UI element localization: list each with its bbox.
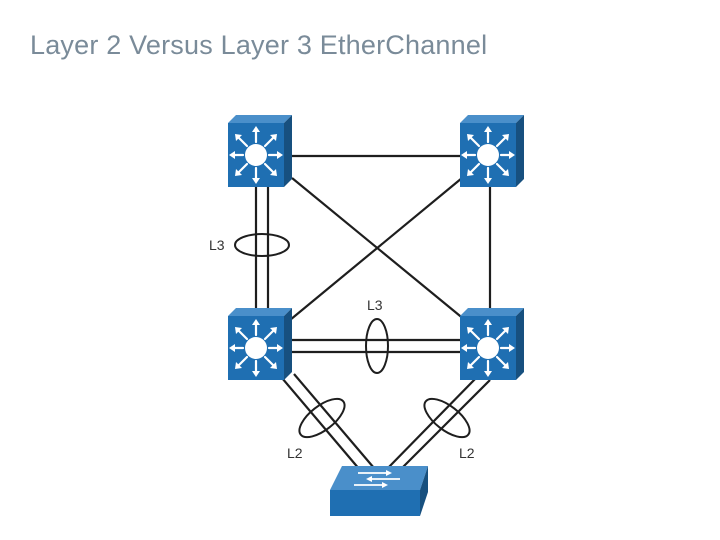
label-left-l3: L3 [209,237,225,253]
workgroup-switch-icon [330,466,428,516]
etherchannel-right-l2-ring [423,397,471,439]
multilayer-switch-top-right [458,113,526,189]
label-right-l2: L2 [459,445,475,461]
access-switch [330,466,428,516]
etherchannel-right-l2-link-1 [385,375,479,471]
etherchannel-right-l2-link-2 [399,379,491,471]
multilayer-switch-icon [226,113,294,189]
page-title: Layer 2 Versus Layer 3 EtherChannel [30,30,488,60]
multilayer-switch-icon [458,306,526,382]
etherchannel-left-l3-ring [234,233,290,257]
multilayer-switch-icon [226,306,294,382]
multilayer-switch-bottom-left [226,306,294,382]
link-diagonal-1 [291,177,466,321]
link-diagonal-2 [289,177,463,321]
etherchannel-left-l2-ring [298,397,346,439]
label-middle-l3: L3 [367,297,383,313]
etherchannel-middle-l3-ring [365,318,389,374]
multilayer-switch-icon [458,113,526,189]
multilayer-switch-bottom-right [458,306,526,382]
multilayer-switch-top-left [226,113,294,189]
label-left-l2: L2 [287,445,303,461]
etherchannel-left-l2-link-2 [293,373,375,469]
etherchannel-left-l2-link-1 [281,377,361,471]
